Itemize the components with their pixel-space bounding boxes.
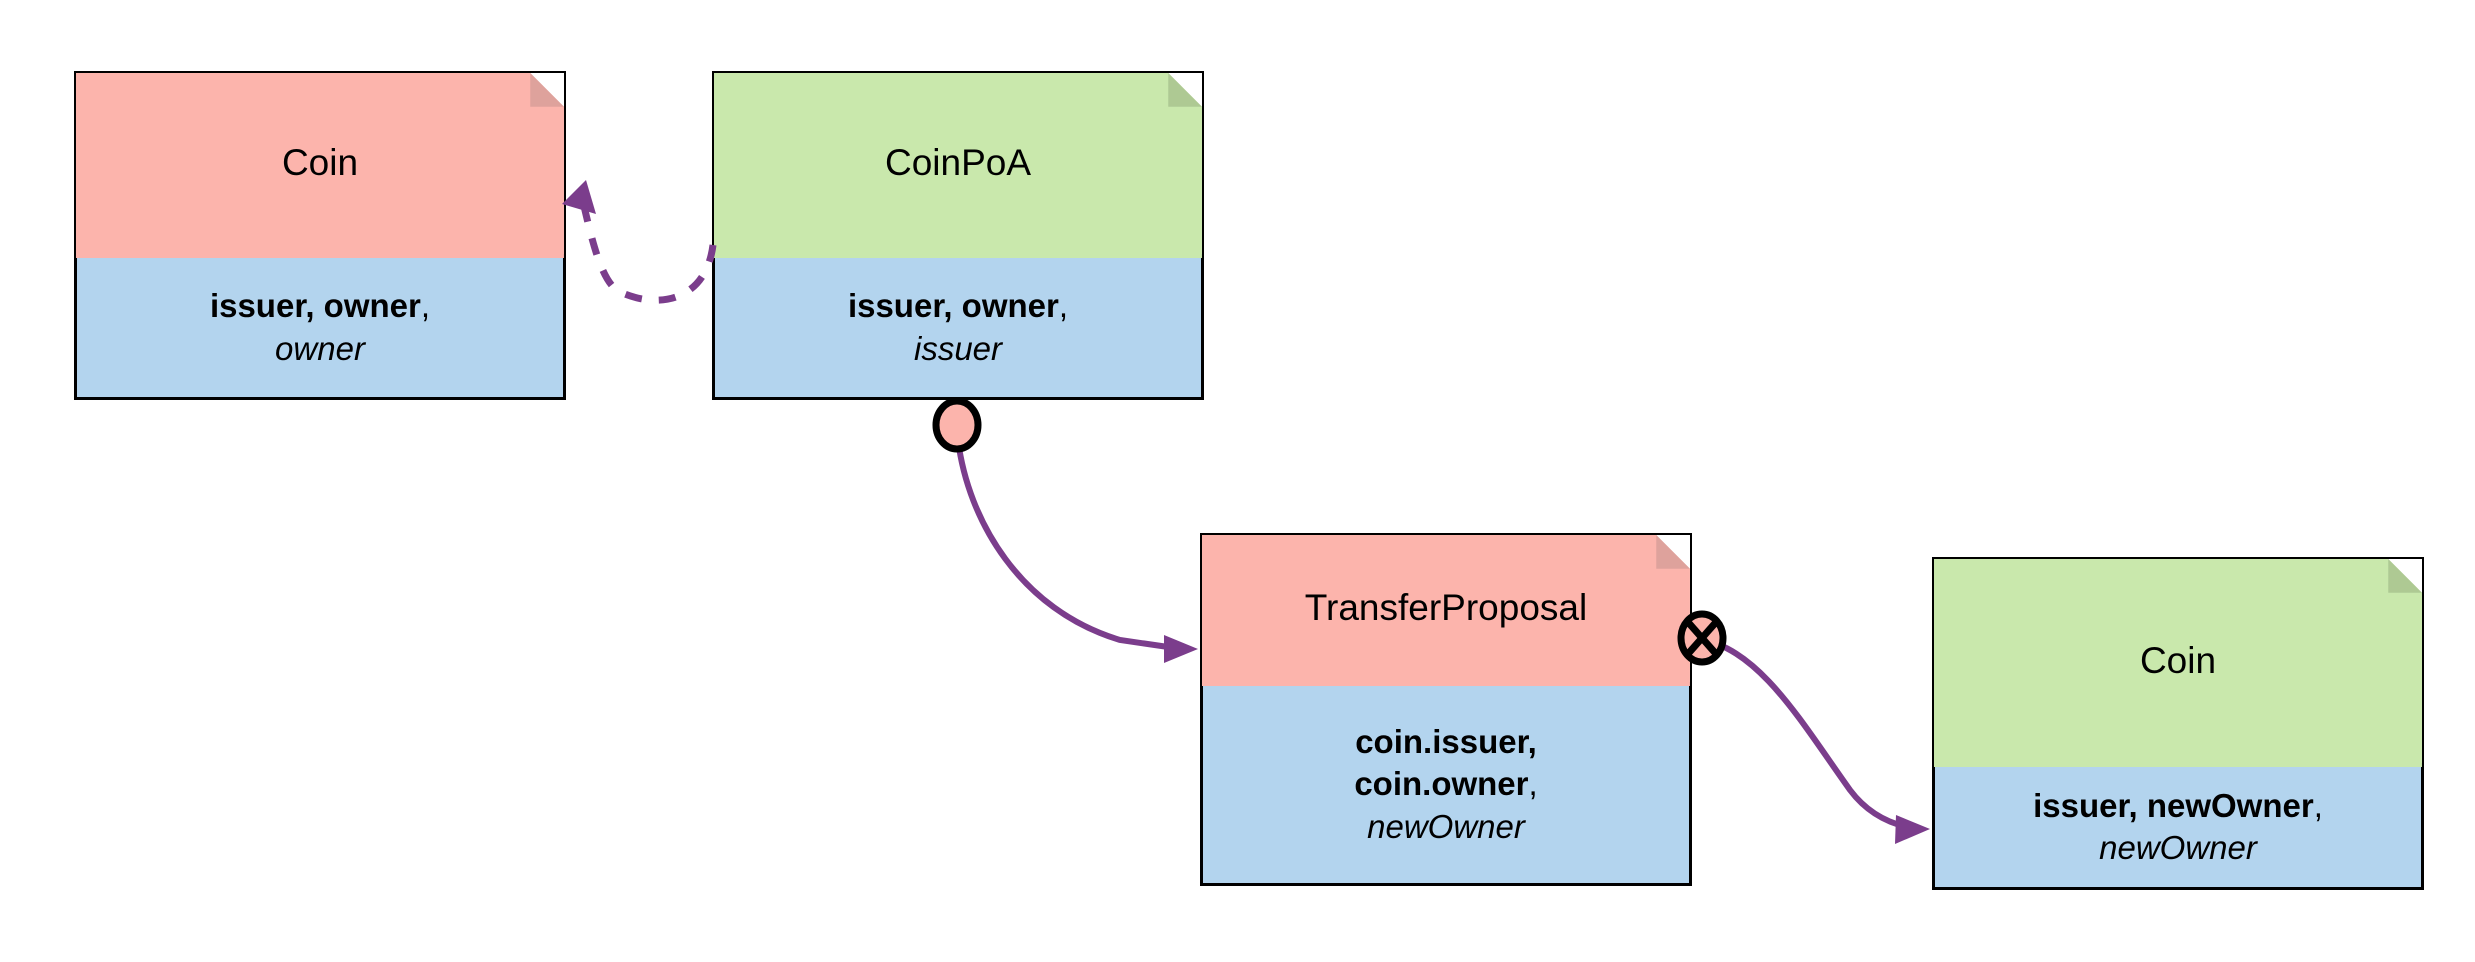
attr-bold: issuer, owner (209, 287, 421, 325)
note-transferproposal[interactable]: TransferProposal (1200, 533, 1692, 687)
attr-plain: , (420, 287, 431, 325)
note-body-line: coin.owner, (1354, 763, 1537, 805)
note-title-coin-right: Coin (2139, 639, 2217, 681)
note-body-line: issuer (914, 328, 1002, 370)
connector-transferproposal-to-coin (1677, 610, 1930, 844)
note-coin-right[interactable]: Coin (1932, 557, 2424, 768)
attr-italic: issuer (913, 329, 1003, 367)
attr-italic: owner (275, 329, 365, 367)
note-body-line: newOwner (1367, 806, 1525, 848)
note-title-coinpoa: CoinPoA (884, 142, 1032, 184)
note-body-line: owner (275, 328, 365, 370)
solid-association-line (1697, 636, 1915, 831)
circle-marker (932, 397, 982, 453)
note-title-coin-left: Coin (281, 142, 359, 184)
header-fill-shape (76, 73, 564, 259)
attr-italic: newOwner (2099, 829, 2257, 866)
attr-italic: newOwner (1367, 807, 1525, 845)
header-fill-shape (1934, 559, 2422, 768)
note-body-transferproposal: coin.issuer, coin.owner, newOwner (1200, 686, 1692, 886)
note-title-transferproposal: TransferProposal (1304, 587, 1588, 629)
arrowhead-marker (1895, 815, 1930, 844)
attr-bold: issuer, owner (847, 287, 1059, 325)
attr-bold: coin.issuer, (1355, 723, 1537, 761)
attr-plain: , (1058, 287, 1069, 325)
note-coinpoa[interactable]: CoinPoA (712, 71, 1204, 259)
header-fill-shape (714, 73, 1202, 259)
note-coin-left[interactable]: Coin (74, 71, 566, 259)
dashed-dependency-line (578, 197, 717, 304)
header-fill-shape (1202, 535, 1690, 687)
note-body-coin-right: issuer, newOwner, newOwner (1932, 767, 2424, 890)
attr-bold: issuer, newOwner (2033, 786, 2314, 824)
note-body-line: issuer, owner, (848, 285, 1068, 327)
note-header-transferproposal: TransferProposal (1200, 533, 1692, 687)
arrowhead-marker (562, 180, 596, 214)
attr-bold: coin.owner (1354, 765, 1529, 803)
note-body-line: issuer, newOwner, (2033, 785, 2323, 827)
note-header-coin-left: Coin (74, 71, 566, 259)
note-body-coinpoa: issuer, owner, issuer (712, 258, 1204, 400)
note-body-line: coin.issuer, (1355, 721, 1537, 763)
connector-coinpoa-to-coin (562, 180, 717, 304)
note-body-line: issuer, owner, (210, 285, 430, 327)
connector-coinpoa-to-transferproposal (932, 397, 1198, 663)
note-body-coin-left: issuer, owner, owner (74, 258, 566, 400)
note-body-line: newOwner (2099, 827, 2257, 869)
arrowhead-marker (1164, 635, 1198, 663)
note-header-coin-right: Coin (1932, 557, 2424, 768)
attr-plain: , (2313, 786, 2323, 824)
solid-association-line (955, 437, 1185, 652)
attr-plain: , (1528, 765, 1538, 803)
note-header-coinpoa: CoinPoA (712, 71, 1204, 259)
